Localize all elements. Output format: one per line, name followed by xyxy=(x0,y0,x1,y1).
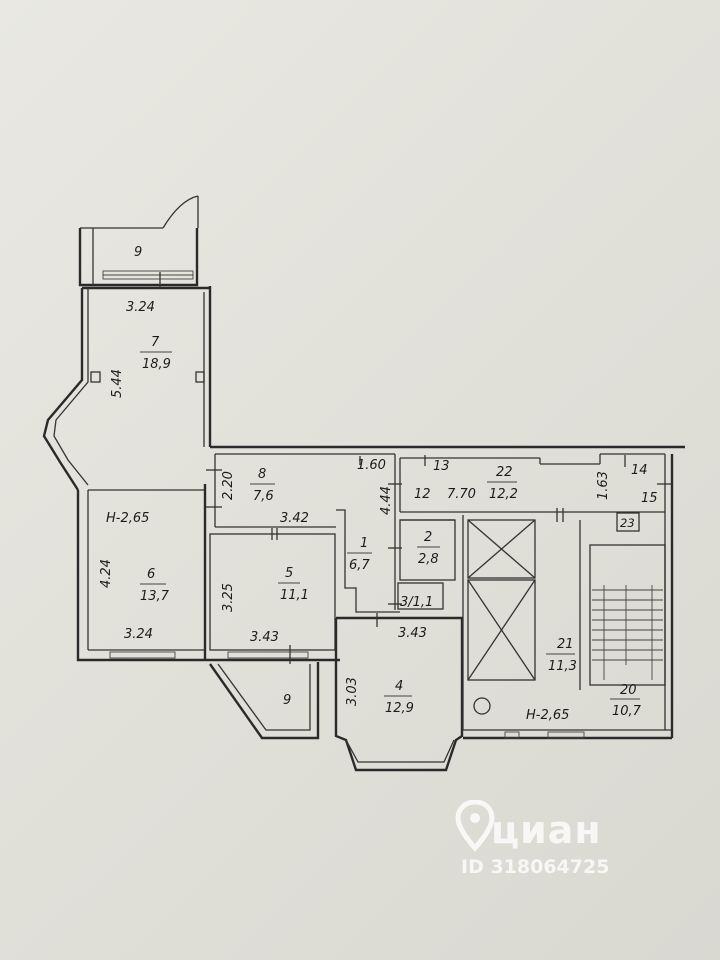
room-13-number: 13 xyxy=(433,459,450,474)
dim-1-height: 4.44 xyxy=(379,486,394,515)
room-20-number: 20 xyxy=(620,683,637,698)
room-2-number: 2 xyxy=(424,530,432,545)
dim-5-width-top: 3.42 xyxy=(280,511,309,526)
room-7-walls xyxy=(42,286,212,491)
dim-5-width-bottom: 3.43 xyxy=(250,630,279,645)
dim-6-width: 3.24 xyxy=(124,627,153,642)
room-5-number: 5 xyxy=(285,566,293,581)
door-marks xyxy=(159,272,672,664)
room-12-number: 12 xyxy=(414,487,431,502)
room-2-area: 2,8 xyxy=(418,552,439,567)
room-3-number: 3/1,1 xyxy=(400,595,433,610)
corridor-1-walls xyxy=(336,454,456,613)
room-8-area: 7,6 xyxy=(253,489,274,504)
room-4-area: 12,9 xyxy=(385,701,414,716)
location-pin-icon xyxy=(455,800,495,852)
dim-4-height: 3.03 xyxy=(345,677,360,706)
dim-6-ceiling: Н-2,65 xyxy=(106,511,149,526)
dim-21-ceiling: Н-2,65 xyxy=(526,708,569,723)
watermark-listing-id: ID 318064725 xyxy=(461,856,610,878)
room-5-area: 11,1 xyxy=(280,588,309,603)
room-8-number: 8 xyxy=(258,467,266,482)
dim-5-height: 3.25 xyxy=(221,583,236,612)
balcony-10 xyxy=(209,662,320,740)
room-1-area: 6,7 xyxy=(349,558,370,573)
hall-21-walls xyxy=(463,454,674,740)
room-23-number: 23 xyxy=(620,516,635,530)
room-labels: 9 7 18,9 8 7,6 6 13,7 5 11,1 1 6,7 2 2,8… xyxy=(134,245,658,719)
room-1-number: 1 xyxy=(360,536,368,551)
dim-22-length: 7.70 xyxy=(447,487,476,502)
room-22-area: 12,2 xyxy=(489,487,518,502)
dimension-labels: 3.24 5.44 2.20 Н-2,65 4.24 3.24 3.42 3.2… xyxy=(99,300,611,723)
room-10-number: 9 xyxy=(283,693,291,708)
room-8-walls xyxy=(210,445,685,528)
cian-watermark: циан ID 318064725 xyxy=(455,800,685,890)
room-6-area: 13,7 xyxy=(140,589,170,604)
balcony-9 xyxy=(78,195,199,287)
room-4-number: 4 xyxy=(395,679,403,694)
dim-8-height: 2.20 xyxy=(221,471,236,500)
dim-14-height: 1.63 xyxy=(596,471,611,500)
room-20-area: 10,7 xyxy=(612,704,642,719)
elevator-shafts xyxy=(462,515,536,730)
staircase xyxy=(592,585,663,680)
room-6-walls xyxy=(76,484,207,662)
room-14-number: 14 xyxy=(631,463,648,478)
dim-1-width: 1.60 xyxy=(357,458,386,473)
dim-4-width: 3.43 xyxy=(398,626,427,641)
room-4-walls xyxy=(334,616,464,772)
watermark-brand: циан xyxy=(491,808,602,852)
room-5-walls xyxy=(205,528,340,662)
room-21-area: 11,3 xyxy=(548,659,577,674)
room-6-number: 6 xyxy=(147,567,155,582)
dim-6-height: 4.24 xyxy=(99,559,114,588)
room-15-number: 15 xyxy=(641,491,658,506)
dim-7-width: 3.24 xyxy=(126,300,155,315)
corridor-22-walls xyxy=(399,453,665,513)
room-22-number: 22 xyxy=(496,465,513,480)
cabinet-23-box xyxy=(616,512,640,532)
room-9-number: 9 xyxy=(134,245,142,260)
room-21-number: 21 xyxy=(557,637,574,652)
room-7-number: 7 xyxy=(151,335,160,350)
room-7-area: 18,9 xyxy=(142,357,171,372)
dim-7-height: 5.44 xyxy=(110,369,125,398)
